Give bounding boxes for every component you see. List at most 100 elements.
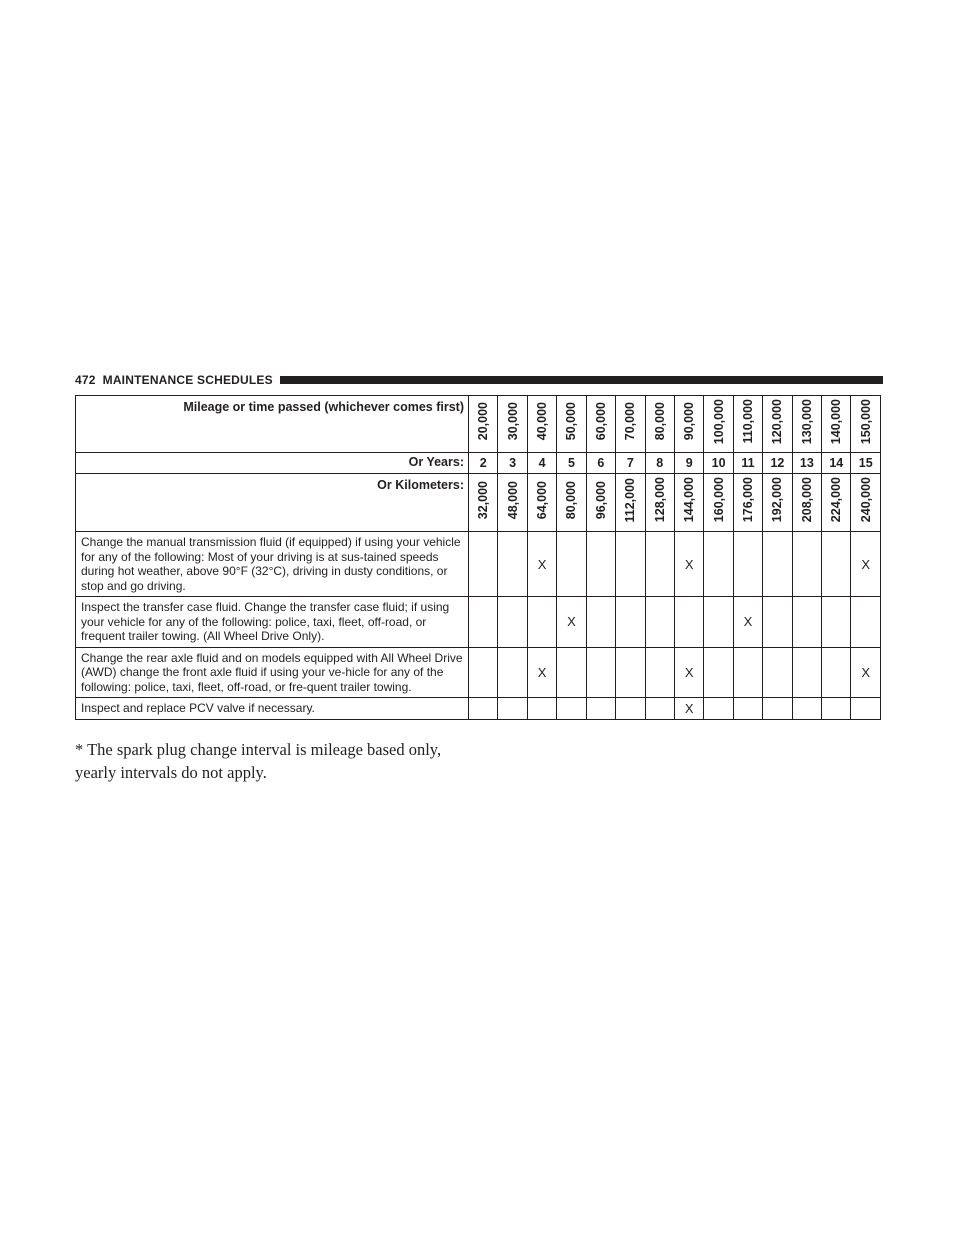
kilometers-value: 48,000 [505,480,520,520]
interval-mark [762,646,793,698]
kilometers-label: Or Kilometers: [75,473,469,532]
task-row: Inspect and replace PCV valve if necessa… [75,697,881,720]
interval-mark [791,697,823,720]
mileage-cell: 140,000 [821,395,852,453]
interval-mark [585,596,617,648]
interval-mark [732,697,764,720]
interval-mark [556,531,587,597]
interval-mark [615,596,646,648]
kilometers-cell: 224,000 [821,473,852,532]
interval-mark [644,697,675,720]
interval-mark [703,697,734,720]
mileage-value: 20,000 [476,402,491,441]
interval-mark [673,596,705,648]
interval-mark [644,596,675,648]
interval-mark [703,531,734,597]
kilometers-cell: 80,000 [556,473,587,532]
kilometers-value: 80,000 [564,480,579,520]
section-title: MAINTENANCE SCHEDULES [102,373,273,387]
mileage-cell: 110,000 [732,395,764,453]
year-cell: 2 [467,452,499,474]
task-row: Inspect the transfer case fluid. Change … [75,596,881,648]
interval-mark [644,531,675,597]
interval-mark: X [526,646,558,698]
interval-mark [467,646,499,698]
year-cell: 6 [585,452,617,474]
interval-mark [762,596,793,648]
mileage-value: 120,000 [770,398,785,445]
task-description: Inspect and replace PCV valve if necessa… [75,697,469,720]
mileage-value: 60,000 [593,402,608,441]
kilometers-cell: 176,000 [732,473,764,532]
header-rule [279,376,883,384]
mileage-value: 90,000 [682,402,697,441]
interval-mark [762,531,793,597]
kilometers-cell: 160,000 [703,473,734,532]
interval-mark [615,531,646,597]
interval-mark [732,646,764,698]
task-description: Change the rear axle fluid and on models… [75,646,469,698]
interval-mark: X [850,531,881,597]
interval-mark [791,646,823,698]
mileage-cell: 90,000 [673,395,705,453]
interval-mark [821,697,852,720]
year-cell: 7 [615,452,646,474]
task-row: Change the manual transmission fluid (if… [75,531,881,597]
interval-mark [585,531,617,597]
mileage-cell: 130,000 [791,395,823,453]
mileage-value: 140,000 [829,398,844,445]
mileage-label: Mileage or time passed (whichever comes … [75,395,469,453]
kilometers-value: 32,000 [476,480,491,520]
kilometers-cell: 64,000 [526,473,558,532]
year-cell: 11 [732,452,764,474]
kilometers-value: 64,000 [535,480,550,520]
mileage-value: 80,000 [652,402,667,441]
year-cell: 8 [644,452,675,474]
interval-mark [497,646,528,698]
mileage-value: 100,000 [711,398,726,445]
kilometers-cell: 240,000 [850,473,881,532]
mileage-cell: 50,000 [556,395,587,453]
interval-mark [585,697,617,720]
mileage-value: 40,000 [535,402,550,441]
footnote: * The spark plug change interval is mile… [75,740,442,782]
interval-mark [497,531,528,597]
interval-mark [821,531,852,597]
kilometers-value: 240,000 [858,477,873,523]
year-cell: 15 [850,452,881,474]
interval-mark: X [673,646,705,698]
interval-mark: X [556,596,587,648]
task-description: Inspect the transfer case fluid. Change … [75,596,469,648]
interval-mark: X [850,646,881,698]
interval-mark [615,697,646,720]
maintenance-schedule-table: Mileage or time passed (whichever comes … [75,395,881,720]
kilometers-value: 208,000 [799,477,814,523]
interval-mark [703,596,734,648]
mileage-cell: 70,000 [615,395,646,453]
page-header: 472 MAINTENANCE SCHEDULES [75,372,883,388]
interval-mark [526,596,558,648]
kilometers-cell: 208,000 [791,473,823,532]
kilometers-value: 144,000 [682,477,697,523]
interval-mark [850,697,881,720]
year-cell: 14 [821,452,852,474]
interval-mark [762,697,793,720]
interval-mark [556,697,587,720]
kilometers-value: 160,000 [711,477,726,523]
year-cell: 3 [497,452,528,474]
kilometers-cell: 48,000 [497,473,528,532]
mileage-row: Mileage or time passed (whichever comes … [75,395,881,453]
interval-mark: X [673,531,705,597]
kilometers-cell: 32,000 [467,473,499,532]
interval-mark [791,531,823,597]
mileage-cell: 120,000 [762,395,793,453]
kilometers-cell: 112,000 [615,473,646,532]
interval-mark [732,531,764,597]
mileage-value: 70,000 [623,402,638,441]
mileage-value: 110,000 [741,399,755,444]
kilometers-value: 224,000 [829,477,844,523]
kilometers-value: 128,000 [652,477,667,523]
mileage-cell: 60,000 [585,395,617,453]
interval-mark [467,697,499,720]
